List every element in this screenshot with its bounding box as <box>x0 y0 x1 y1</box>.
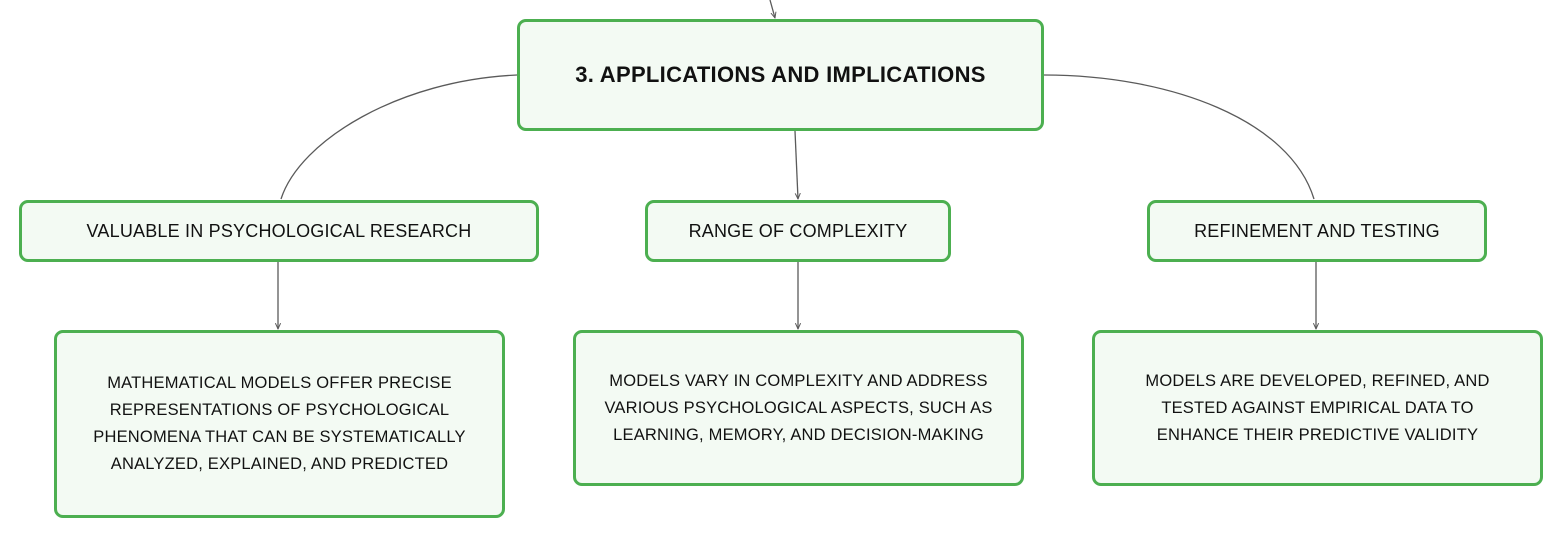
branch-node-valuable-in-research[interactable]: VALUABLE IN PSYCHOLOGICAL RESEARCH <box>19 200 539 262</box>
branch-node-range-of-complexity[interactable]: RANGE OF COMPLEXITY <box>645 200 951 262</box>
detail-node-valuable-in-research[interactable]: MATHEMATICAL MODELS OFFER PRECISE REPRES… <box>54 330 505 518</box>
branch-node-label: VALUABLE IN PSYCHOLOGICAL RESEARCH <box>86 220 472 241</box>
branch-node-refinement-and-testing[interactable]: REFINEMENT AND TESTING <box>1147 200 1487 262</box>
connector-incoming <box>769 0 775 18</box>
detail-node-refinement-and-testing[interactable]: MODELS ARE DEVELOPED, REFINED, AND TESTE… <box>1092 330 1543 486</box>
connector-root-to-branch-2 <box>794 130 798 199</box>
detail-node-text: MODELS VARY IN COMPLEXITY AND ADDRESS VA… <box>604 371 993 444</box>
root-node[interactable]: 3. APPLICATIONS AND IMPLICATIONS <box>517 19 1044 131</box>
detail-node-text: MATHEMATICAL MODELS OFFER PRECISE REPRES… <box>93 374 466 473</box>
connector-root-to-branch-3 <box>1043 74 1315 200</box>
detail-node-text: MODELS ARE DEVELOPED, REFINED, AND TESTE… <box>1145 371 1490 444</box>
connector-root-to-branch-1 <box>280 74 518 200</box>
branch-node-label: RANGE OF COMPLEXITY <box>688 220 908 241</box>
root-node-title: 3. APPLICATIONS AND IMPLICATIONS <box>575 62 986 87</box>
detail-node-range-of-complexity[interactable]: MODELS VARY IN COMPLEXITY AND ADDRESS VA… <box>573 330 1024 486</box>
branch-node-label: REFINEMENT AND TESTING <box>1194 220 1440 241</box>
